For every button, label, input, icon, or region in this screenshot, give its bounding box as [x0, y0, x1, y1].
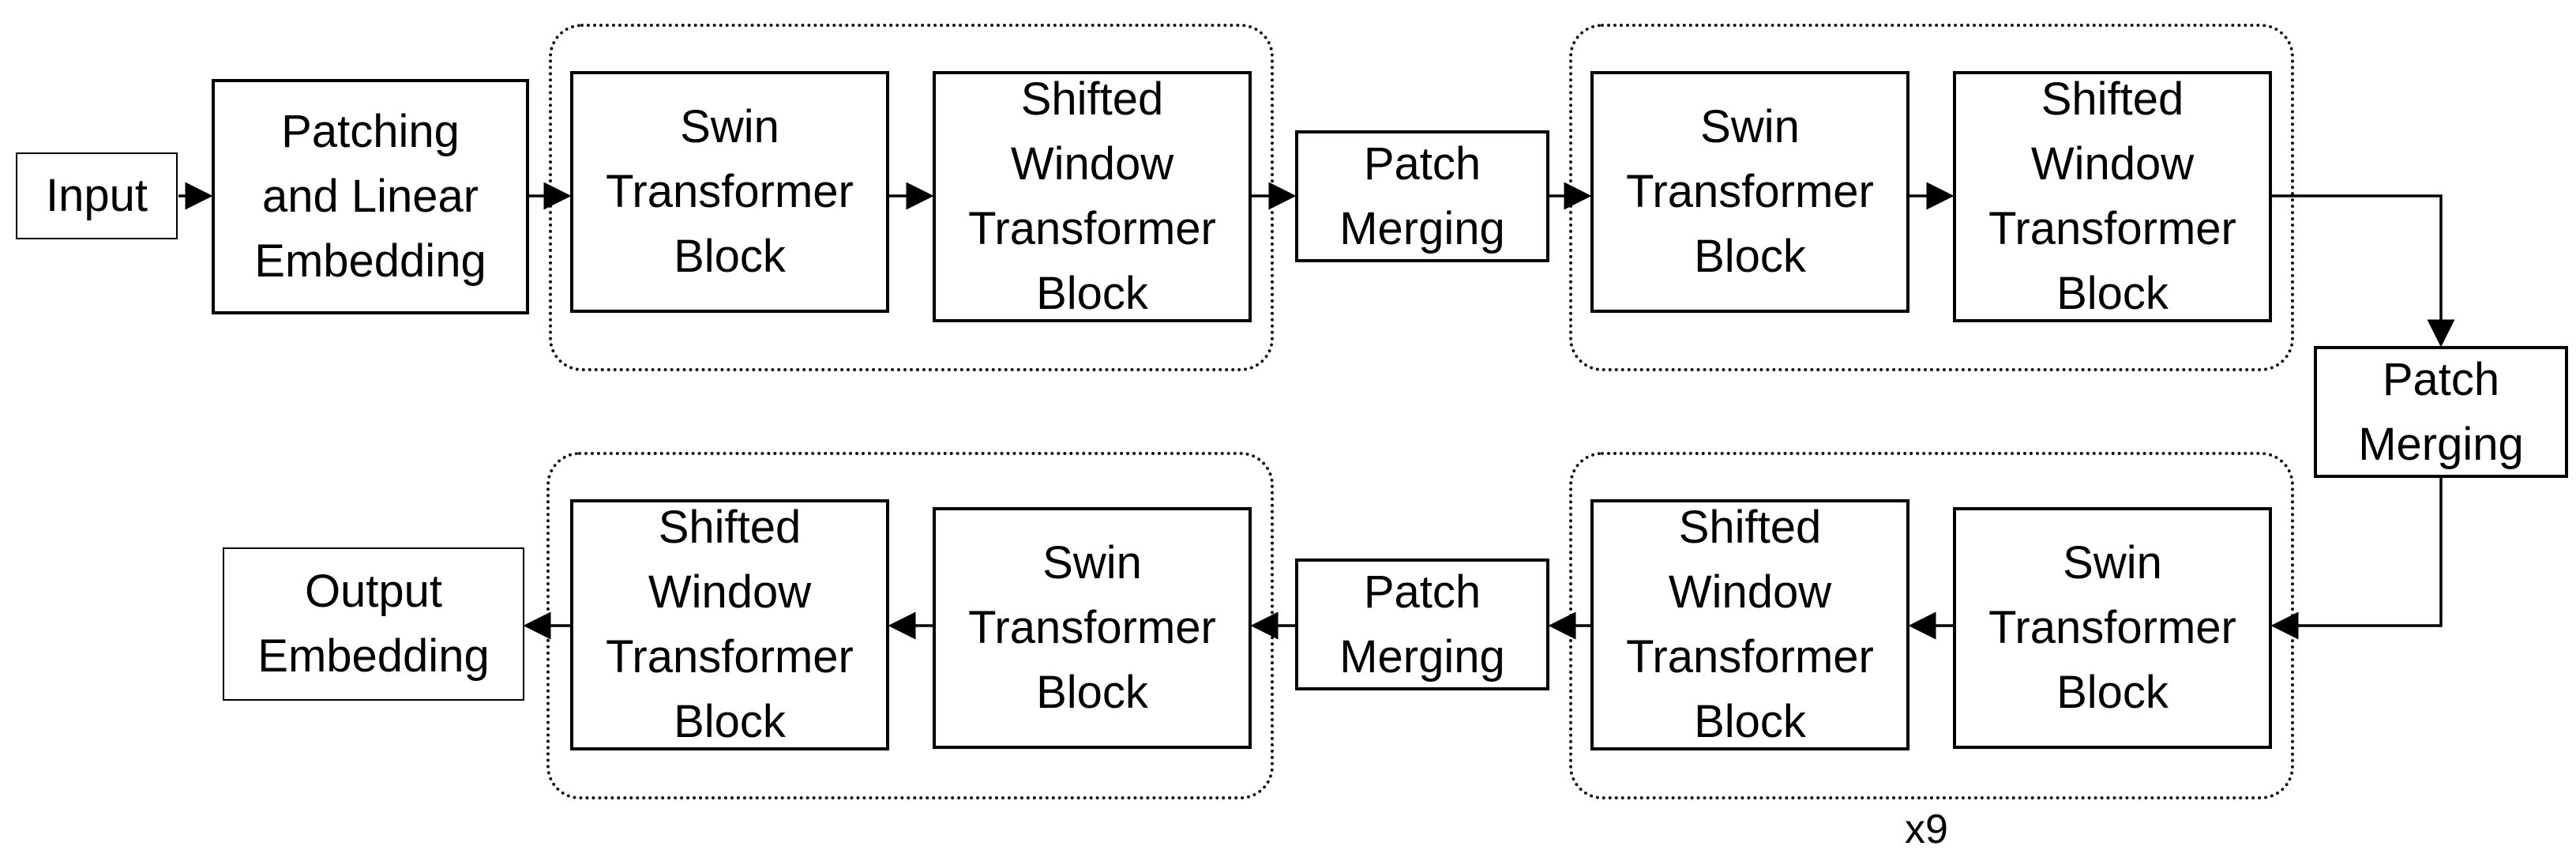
swin-transformer-block-3: Swin Transformer Block [1953, 507, 2272, 749]
patch-merging-1-label: Patch Merging [1339, 137, 1505, 254]
swin-transformer-block-4: Swin Transformer Block [933, 507, 1252, 749]
swin-transformer-block-2: Swin Transformer Block [1590, 71, 1909, 313]
input-block: Input [16, 152, 178, 239]
patch-merging-3-label: Patch Merging [1339, 566, 1505, 683]
shifted-window-block-4: Shifted Window Transformer Block [570, 499, 889, 750]
output-embedding-block: Output Embedding [223, 547, 524, 701]
shifted-window-block-1: Shifted Window Transformer Block [933, 71, 1252, 322]
swin-transformer-block-1-label: Swin Transformer Block [606, 101, 854, 282]
shifted-window-block-3: Shifted Window Transformer Block [1590, 499, 1909, 750]
patch-merging-1: Patch Merging [1295, 130, 1549, 262]
patch-merging-2: Patch Merging [2314, 346, 2568, 478]
arrow-shifted2-to-merge2 [2272, 194, 2455, 348]
input-label: Input [46, 170, 148, 221]
swin-transformer-block-4-label: Swin Transformer Block [968, 537, 1216, 718]
shifted-window-block-1-label: Shifted Window Transformer Block [968, 73, 1216, 319]
swin-transformer-block-2-label: Swin Transformer Block [1626, 101, 1874, 282]
shifted-window-block-4-label: Shifted Window Transformer Block [606, 502, 854, 747]
patching-embedding-label: Patching and Linear Embedding [254, 106, 486, 287]
output-embedding-label: Output Embedding [257, 566, 490, 682]
swin-transformer-block-3-label: Swin Transformer Block [1988, 537, 2236, 718]
shifted-window-block-2-label: Shifted Window Transformer Block [1988, 73, 2236, 319]
repeat-count-label: x9 [1905, 807, 1948, 852]
arrow-merge2-to-swin3 [2270, 478, 2443, 640]
patch-merging-3: Patch Merging [1295, 558, 1549, 690]
patch-merging-2-label: Patch Merging [2358, 353, 2524, 470]
patching-embedding-block: Patching and Linear Embedding [212, 79, 529, 314]
shifted-window-block-2: Shifted Window Transformer Block [1953, 71, 2272, 322]
shifted-window-block-3-label: Shifted Window Transformer Block [1626, 502, 1874, 747]
swin-transformer-block-1: Swin Transformer Block [570, 71, 889, 313]
